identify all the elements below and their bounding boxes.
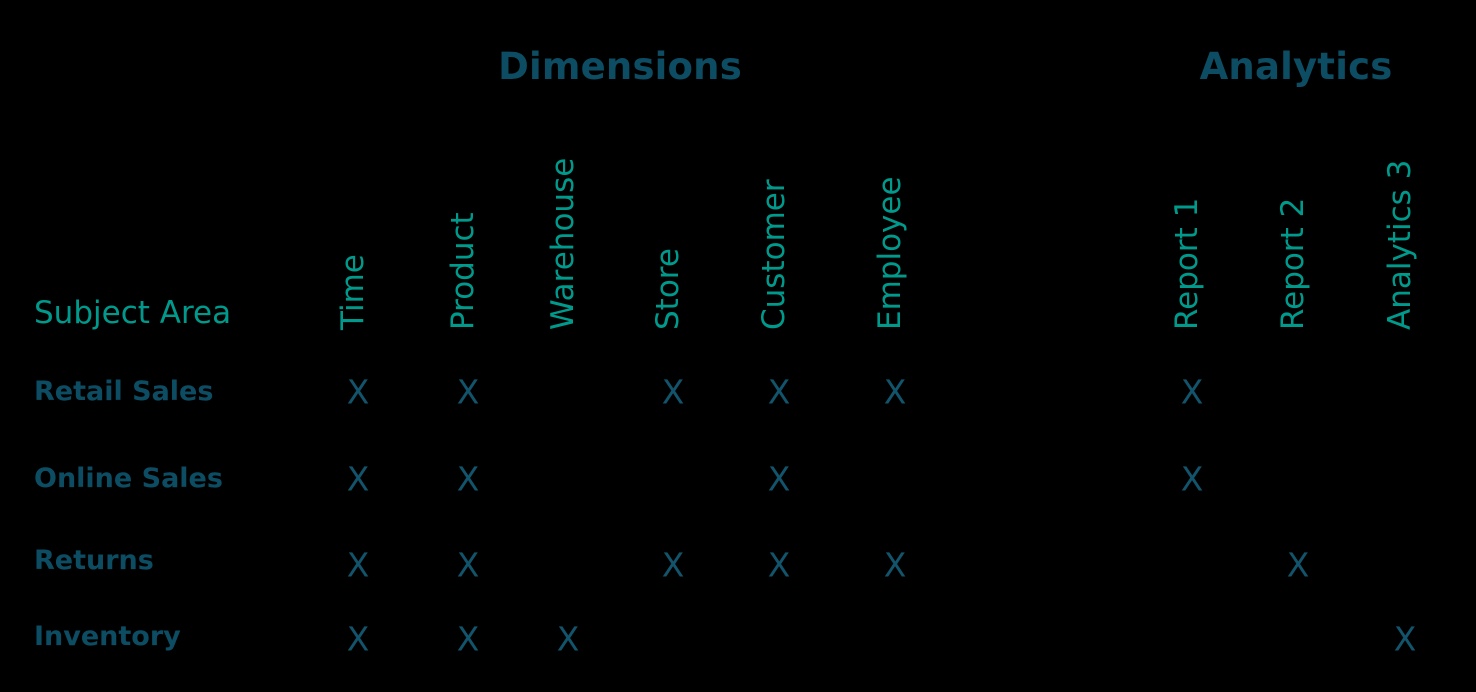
cell-mark-online-sales-customer: X bbox=[767, 459, 791, 499]
row-label-inventory: Inventory bbox=[34, 621, 181, 652]
cell-mark-retail-sales-store: X bbox=[661, 372, 685, 412]
cell-mark-returns-store: X bbox=[661, 545, 685, 585]
subject-area-header: Subject Area bbox=[34, 295, 232, 331]
column-header-analytics3: Analytics 3 bbox=[1382, 159, 1418, 330]
column-header-warehouse: Warehouse bbox=[545, 157, 581, 330]
cell-mark-inventory-time: X bbox=[346, 619, 370, 659]
group-header-dimensions: Dimensions bbox=[498, 45, 742, 88]
cell-mark-online-sales-report1: X bbox=[1180, 459, 1204, 499]
cell-mark-inventory-warehouse: X bbox=[556, 619, 580, 659]
cell-mark-inventory-product: X bbox=[456, 619, 480, 659]
cell-mark-retail-sales-time: X bbox=[346, 372, 370, 412]
cell-mark-online-sales-time: X bbox=[346, 459, 370, 499]
cell-mark-retail-sales-employee: X bbox=[883, 372, 907, 412]
cell-mark-retail-sales-report1: X bbox=[1180, 372, 1204, 412]
cell-mark-returns-employee: X bbox=[883, 545, 907, 585]
column-header-store: Store bbox=[650, 248, 686, 330]
column-header-product: Product bbox=[445, 212, 481, 330]
row-label-returns: Returns bbox=[34, 545, 154, 576]
row-label-online-sales: Online Sales bbox=[34, 463, 223, 494]
group-header-analytics: Analytics bbox=[1199, 45, 1393, 88]
cell-mark-retail-sales-product: X bbox=[456, 372, 480, 412]
row-label-retail-sales: Retail Sales bbox=[34, 376, 214, 407]
cell-mark-inventory-analytics3: X bbox=[1393, 619, 1417, 659]
cell-mark-online-sales-product: X bbox=[456, 459, 480, 499]
cell-mark-retail-sales-customer: X bbox=[767, 372, 791, 412]
column-header-customer: Customer bbox=[756, 179, 792, 330]
column-header-report2: Report 2 bbox=[1275, 197, 1311, 330]
column-header-time: Time bbox=[335, 254, 371, 330]
cell-mark-returns-report2: X bbox=[1286, 545, 1310, 585]
column-header-employee: Employee bbox=[872, 176, 908, 330]
cell-mark-returns-product: X bbox=[456, 545, 480, 585]
cell-mark-returns-time: X bbox=[346, 545, 370, 585]
column-header-report1: Report 1 bbox=[1169, 197, 1205, 330]
cell-mark-returns-customer: X bbox=[767, 545, 791, 585]
